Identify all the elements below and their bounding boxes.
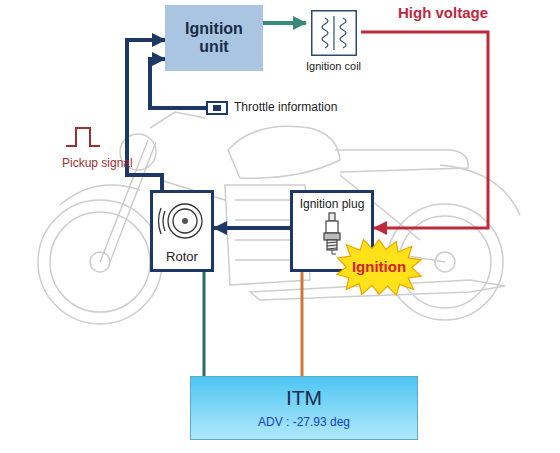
rotor-symbol bbox=[157, 199, 207, 243]
ignition-burst: Ignition bbox=[336, 238, 422, 296]
node-text: Ignition plug bbox=[300, 198, 365, 212]
node-text: Rotor bbox=[166, 250, 198, 265]
spark-plug-symbol bbox=[317, 212, 347, 256]
throttle-sensor: Throttle information bbox=[206, 101, 337, 115]
node-text: Ignition unit bbox=[173, 20, 255, 57]
connector-arrow bbox=[263, 21, 306, 25]
signal-label: Pickup signal bbox=[62, 156, 133, 170]
node-text: ADV : -27.93 deg bbox=[258, 416, 350, 430]
ignition-coil: Ignition coil bbox=[306, 10, 361, 73]
node-text: Throttle information bbox=[234, 101, 337, 115]
node-text: Ignition bbox=[352, 258, 406, 275]
connector-arrow bbox=[203, 272, 206, 376]
edge-label: High voltage bbox=[398, 4, 488, 21]
control-unit-box: Ignition unit bbox=[165, 5, 263, 71]
node-text: Ignition coil bbox=[306, 60, 361, 73]
connector-arrow bbox=[361, 32, 488, 228]
node-text: ITM bbox=[286, 386, 322, 410]
rotor-box: Rotor bbox=[150, 190, 214, 272]
coil-symbol bbox=[311, 10, 357, 56]
throttle-sensor-symbol bbox=[206, 101, 228, 115]
connector-arrow bbox=[301, 272, 304, 376]
connector-arrow bbox=[214, 226, 290, 230]
monitor-box: ITM ADV : -27.93 deg bbox=[190, 376, 418, 440]
